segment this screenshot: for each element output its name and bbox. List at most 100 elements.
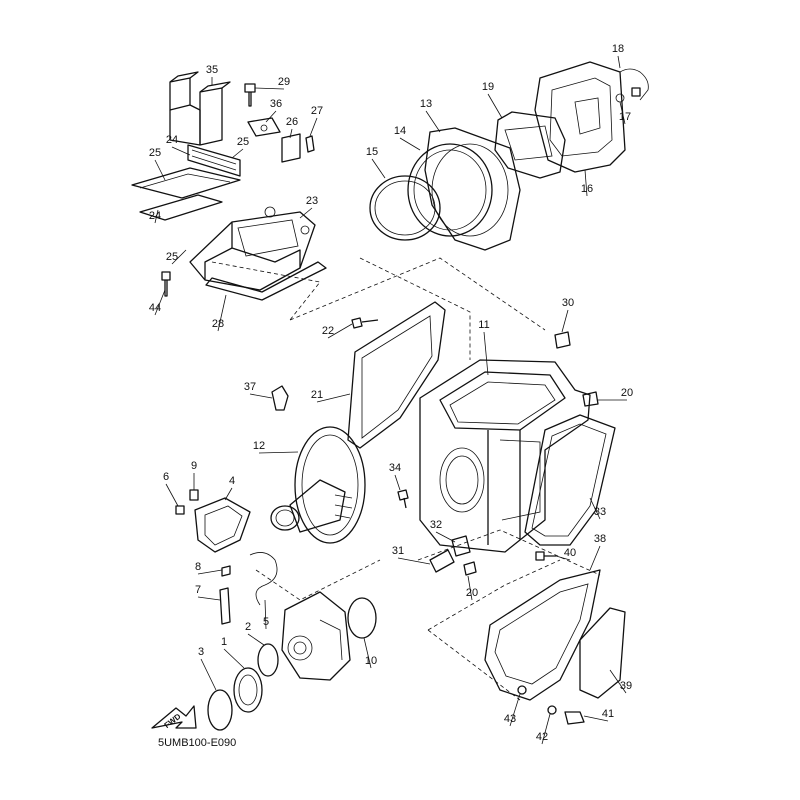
air-filter-joint [270,426,366,544]
callout-44: 44 [149,302,161,314]
callout-33: 33 [594,506,606,518]
callout-leader-36 [265,110,277,123]
callout-41: 41 [602,708,614,720]
callout-8: 8 [195,561,201,573]
callout-leader-41 [583,715,609,722]
callout-leader-30 [561,309,569,333]
carburetor-area [175,489,377,731]
callout-32: 32 [430,519,442,531]
callout-11: 11 [478,319,489,331]
callout-leader-42 [541,713,551,745]
diagram-code: 5UMB100-E090 [158,737,237,749]
callout-26: 26 [286,116,298,128]
callout-leader-14 [399,137,421,151]
callout-leader-11 [483,331,489,376]
callout-34: 34 [389,462,401,474]
callout-leader-22 [327,323,353,339]
callout-leader-4 [224,487,233,501]
callout-39: 39 [620,680,632,692]
callout-leader-31 [397,557,431,565]
callout-13: 13 [420,98,432,110]
callout-leader-28 [217,294,227,332]
callout-7: 7 [195,584,201,596]
fwd-label: FWD [163,712,183,730]
callout-leaders [154,55,627,745]
callout-28: 28 [212,318,224,330]
callout-18: 18 [612,43,624,55]
callout-20a: 20 [621,387,633,399]
callout-leader-27 [309,117,318,137]
callout-4: 4 [229,475,235,487]
callout-leader-29 [254,87,285,90]
callout-leader-25b [154,159,166,181]
callout-leader-21 [316,393,351,403]
callout-leader-34 [394,474,401,491]
callout-23: 23 [306,195,318,207]
callout-36: 36 [270,98,282,110]
callout-42: 42 [536,731,548,743]
callout-3: 3 [198,646,204,658]
air-filter-case [271,301,616,576]
callout-leader-20b [467,575,473,601]
callout-35: 35 [206,64,218,76]
callout-2: 2 [245,621,251,633]
callout-21: 21 [311,389,323,401]
callout-leader-25a [231,148,244,159]
callout-leader-12 [258,451,299,454]
callout-leader-44 [154,289,166,316]
callout-leader-15 [371,158,386,179]
callout-20b: 20 [466,587,478,599]
callout-37: 37 [244,381,256,393]
callout-leader-7 [197,596,221,601]
callout-10: 10 [365,655,377,667]
callout-leader-1 [223,648,245,669]
side-cover-assembly [484,569,626,725]
callout-leader-10 [363,637,372,669]
callout-40: 40 [564,547,576,559]
callout-9: 9 [191,460,197,472]
callout-leader-38 [589,545,601,571]
callout-24b: 24 [149,210,161,222]
callout-leader-25c [171,249,187,265]
callout-27: 27 [311,105,323,117]
callout-15: 15 [366,146,378,158]
callout-25c: 25 [166,251,178,263]
callout-leader-5 [264,599,267,630]
callout-24a: 24 [166,134,178,146]
callout-38: 38 [594,533,606,545]
callout-22: 22 [322,325,334,337]
callout-leader-40 [555,555,571,561]
callout-leader-13 [425,110,441,133]
callout-leader-18 [617,55,621,69]
callout-leader-2 [247,633,265,646]
callout-43: 43 [504,713,516,725]
callout-leader-33 [589,497,601,520]
callout-25b: 25 [149,147,161,159]
callout-leader-39 [609,669,627,694]
fwd-arrow: FWD [151,705,197,730]
callout-leader-24a [171,146,191,156]
battery-box-assembly [131,71,327,301]
callout-17: 17 [619,111,631,123]
callout-leader-6 [165,483,179,507]
callout-16: 16 [581,183,593,195]
callout-31: 31 [392,545,404,557]
callout-leader-3 [200,658,217,691]
callout-29: 29 [278,76,290,88]
air-filter-element-assembly [369,61,649,251]
reference-lines [211,257,601,701]
callout-6: 6 [163,471,169,483]
callout-19: 19 [482,81,494,93]
callout-25a: 25 [237,136,249,148]
callout-14: 14 [394,125,406,137]
callout-leader-37 [249,393,273,399]
callout-30: 30 [562,297,574,309]
callout-leader-23 [299,207,313,219]
callout-leader-16 [584,169,588,197]
callout-leader-8 [197,569,223,575]
callout-1: 1 [221,636,227,648]
callout-12: 12 [253,440,265,452]
callout-leader-24b [154,209,159,224]
